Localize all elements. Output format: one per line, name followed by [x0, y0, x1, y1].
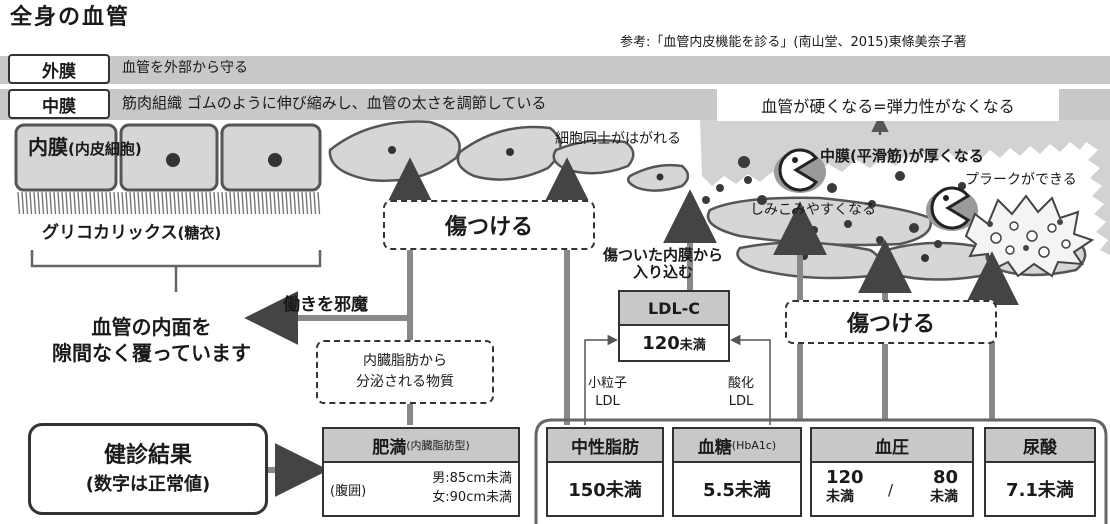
- glycocalyx-sub: (糖衣): [177, 224, 222, 242]
- glucose-sublabel: (HbA1c): [731, 438, 777, 452]
- obesity-header: 肥満(内臓脂肪型): [322, 427, 520, 463]
- covers-line1: 血管の内面を: [91, 315, 212, 339]
- damage-box-top: 傷つける: [383, 200, 595, 250]
- small-ldl-line1: 小粒子: [588, 376, 628, 391]
- outer-layer-tag: 外膜: [8, 54, 110, 84]
- covers-note: 血管の内面を隙間なく覆っています: [52, 314, 251, 366]
- inner-layer-sub: (内皮細胞): [68, 140, 142, 158]
- middle-layer-desc: 筋肉組織 ゴムのように伸び縮みし、血管の太さを調節している: [122, 94, 547, 112]
- macrophage-icon: [774, 148, 978, 231]
- interfere-note: 働きを邪魔: [283, 295, 368, 315]
- obesity-sublabel: (内臓脂肪型): [406, 439, 470, 452]
- visceral-line2: 分泌される物質: [356, 374, 454, 390]
- glycocalyx-main: グリコカリックス: [42, 223, 178, 243]
- glycocalyx-label: グリコカリックス(糖衣): [42, 224, 221, 243]
- checkup-line1: 健診結果: [103, 443, 192, 468]
- glycocalyx-bracket: [30, 250, 322, 292]
- bp-slash: /: [888, 481, 894, 499]
- small-ldl-line2: LDL: [595, 393, 620, 409]
- oxidized-ldl-note: 酸化 LDL: [728, 375, 754, 410]
- obesity-label: 肥満: [372, 437, 407, 458]
- glucose-header: 血糖(HbA1c): [672, 427, 802, 463]
- damage-box-right: 傷つける: [785, 300, 997, 344]
- inner-layer-main: 内膜: [28, 135, 68, 159]
- page-title: 全身の血管: [10, 5, 131, 30]
- enter-note: 傷ついた内膜から入り込む: [603, 247, 723, 280]
- ldl-label: LDL-C: [618, 290, 730, 326]
- enter-line1: 傷ついた内膜から: [603, 246, 724, 264]
- small-ldl-note: 小粒子 LDL: [588, 375, 627, 410]
- checkup-box: 健診結果 (数字は正常値): [28, 423, 268, 515]
- obesity-male: 男:85cm未満: [432, 471, 512, 487]
- obesity-waist: (腹囲): [330, 483, 367, 499]
- glucose-value: 5.5未満: [672, 461, 802, 517]
- covers-line2: 隙間なく覆っています: [52, 341, 251, 365]
- bp-dia: 80: [932, 467, 958, 488]
- checkup-line2: (数字は正常値): [85, 473, 211, 495]
- bp-sys: 120: [826, 467, 864, 488]
- obesity-criteria: 男:85cm未満女:90cm未満: [432, 470, 512, 508]
- cells-peel-note: 細胞同士がはがれる: [555, 131, 681, 147]
- ua-header: 尿酸: [984, 427, 1096, 463]
- ldl-value: 120: [642, 332, 680, 354]
- visceral-note: 内臓脂肪から分泌される物質: [316, 340, 494, 404]
- bp-dia-unit: 未満: [930, 488, 958, 505]
- ldl-connectors: [584, 334, 771, 425]
- oxidized-ldl-line2: LDL: [728, 393, 754, 409]
- seep-note: しみこみやすくなる: [750, 202, 876, 218]
- glucose-label: 血糖: [697, 437, 732, 458]
- plaque-note: プラークができる: [965, 172, 1077, 188]
- obesity-female: 女:90cm未満: [432, 490, 512, 505]
- reference-citation: 参考:「血管内皮機能を診る」(南山堂、2015)東條美奈子著: [620, 35, 967, 50]
- visceral-line1: 内臓脂肪から: [363, 353, 447, 369]
- media-thicken-note: 中膜(平滑筋)が厚くなる: [820, 147, 984, 165]
- middle-layer-tag: 中膜: [8, 89, 110, 119]
- inner-layer-label: 内膜(内皮細胞): [28, 136, 142, 158]
- outer-layer-desc: 血管を外部から守る: [122, 60, 248, 76]
- oxidized-ldl-line1: 酸化: [728, 376, 755, 391]
- bp-header: 血圧: [810, 427, 974, 463]
- ldl-unit: 未満: [679, 337, 706, 353]
- bp-sys-unit: 未満: [826, 488, 854, 505]
- ua-value: 7.1未満: [984, 461, 1096, 517]
- glycocalyx-fringe: [17, 191, 321, 215]
- tg-value: 150未満: [546, 461, 664, 517]
- tg-header: 中性脂肪: [546, 427, 664, 463]
- outer-layer-bar: [0, 56, 1110, 84]
- healthy-endothelium: [14, 123, 322, 192]
- enter-line2: 入り込む: [633, 262, 694, 281]
- results-bracket: [534, 418, 1108, 524]
- obesity-value-cell: (腹囲) 男:85cm未満女:90cm未満: [322, 461, 520, 517]
- hardening-note: 血管が硬くなる=弾力性がなくなる: [717, 88, 1059, 121]
